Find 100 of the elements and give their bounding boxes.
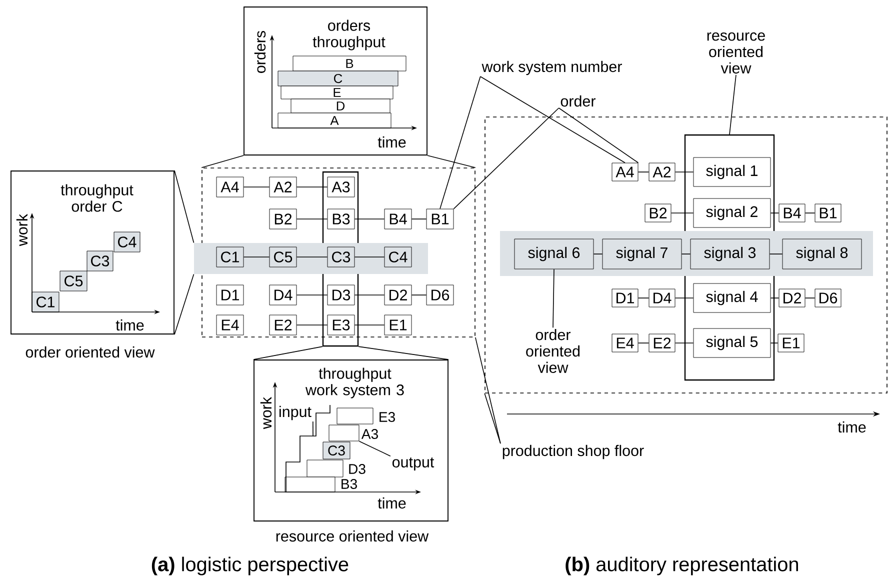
work-system-box: C3 bbox=[327, 246, 355, 268]
step-box: C3 bbox=[86, 250, 114, 272]
connector bbox=[296, 186, 328, 188]
work-system-box: D4 bbox=[269, 284, 297, 306]
zoom-line bbox=[174, 274, 194, 335]
connector bbox=[296, 256, 328, 258]
leader-line bbox=[552, 268, 554, 328]
work-system-box: B1 bbox=[426, 208, 454, 230]
work-system-box: E1 bbox=[384, 314, 412, 336]
work-system-box: D1 bbox=[612, 288, 638, 308]
work-system-box: D4 bbox=[648, 288, 676, 308]
callout-text: work system number bbox=[482, 60, 622, 76]
signal-box: signal 8 bbox=[782, 238, 862, 270]
work-system-box: B2 bbox=[269, 208, 297, 230]
signal-box: signal 4 bbox=[693, 283, 771, 313]
work-system-box: A2 bbox=[648, 162, 676, 182]
step-box: C1 bbox=[32, 292, 60, 312]
axis-label: time bbox=[116, 319, 144, 331]
work-system-box: D1 bbox=[216, 284, 244, 306]
work-system-box: A3 bbox=[327, 176, 355, 198]
leader-line bbox=[475, 337, 501, 444]
step-box: C5 bbox=[60, 270, 88, 292]
work-system-box: C5 bbox=[269, 246, 297, 268]
curve-label: input bbox=[280, 406, 312, 420]
bar: A bbox=[278, 112, 392, 128]
connector bbox=[770, 342, 778, 344]
bar: D bbox=[290, 98, 390, 114]
leader-line bbox=[484, 393, 501, 444]
signal-box: signal 3 bbox=[690, 238, 770, 270]
work-system-box: D2 bbox=[384, 284, 412, 306]
connector bbox=[354, 256, 385, 258]
work-system-box: A4 bbox=[216, 176, 244, 198]
signal-box: signal 5 bbox=[693, 328, 771, 358]
axis-label: work bbox=[260, 396, 272, 430]
work-system-box: D2 bbox=[778, 288, 806, 308]
work-system-box: E3 bbox=[327, 314, 355, 336]
work-system-box: D6 bbox=[814, 288, 842, 308]
zoom-line bbox=[427, 155, 476, 168]
connector bbox=[296, 324, 328, 326]
work-system-box: A2 bbox=[269, 176, 297, 198]
signal-box: signal 7 bbox=[602, 238, 682, 270]
work-system-box: B2 bbox=[644, 204, 672, 222]
axis-label: work bbox=[16, 214, 28, 246]
work-system-box: C4 bbox=[384, 246, 412, 268]
shop-floor-frame bbox=[484, 116, 888, 394]
work-system-box: D6 bbox=[426, 284, 454, 306]
zoom-line bbox=[253, 346, 323, 360]
zoom-line bbox=[174, 170, 194, 244]
step-box: C4 bbox=[114, 232, 140, 252]
connector bbox=[804, 212, 816, 214]
signal-box: signal 2 bbox=[693, 198, 771, 228]
connector bbox=[296, 294, 328, 296]
work-system-box: E4 bbox=[612, 334, 638, 352]
connector bbox=[354, 324, 385, 326]
work-system-box: E4 bbox=[216, 314, 244, 336]
connector bbox=[354, 294, 385, 296]
zoom-line bbox=[201, 155, 244, 168]
connector bbox=[296, 218, 328, 220]
work-system-box: A4 bbox=[612, 162, 638, 182]
work-system-box: B1 bbox=[814, 204, 842, 222]
leader-line bbox=[358, 440, 391, 457]
shop-floor-frame bbox=[202, 168, 476, 338]
connector bbox=[411, 218, 427, 220]
connector bbox=[670, 212, 694, 214]
callout-text: resource oriented view bbox=[707, 32, 765, 74]
signal-box: signal 6 bbox=[514, 238, 594, 270]
connector bbox=[674, 342, 694, 344]
work-system-box: C1 bbox=[216, 246, 244, 268]
leader-line bbox=[558, 108, 639, 164]
node-label: D3 bbox=[349, 464, 366, 474]
work-system-box: B4 bbox=[384, 208, 412, 230]
leader-line bbox=[453, 108, 560, 210]
node-label: A3 bbox=[361, 429, 378, 439]
leader-line bbox=[729, 74, 736, 135]
leader-line bbox=[480, 76, 626, 164]
node-label: B3 bbox=[342, 479, 357, 489]
curve-label: output bbox=[392, 458, 434, 470]
connector bbox=[411, 294, 427, 296]
axis-label: time bbox=[378, 136, 406, 148]
resource-column bbox=[684, 134, 775, 381]
connector bbox=[243, 186, 270, 188]
signal-box: signal 1 bbox=[693, 157, 771, 187]
callout-text: order bbox=[560, 95, 596, 107]
node-label: E3 bbox=[380, 412, 395, 422]
bar: E bbox=[280, 86, 394, 100]
node-label: resource oriented view bbox=[276, 530, 429, 542]
work-system-box: E1 bbox=[778, 334, 804, 352]
leader-line bbox=[312, 421, 314, 436]
axis-label: time bbox=[378, 497, 406, 509]
panel-caption: (a) logistic perspective bbox=[152, 556, 348, 576]
work-system-box: E2 bbox=[648, 334, 676, 352]
panel-caption: (b) auditory representation bbox=[566, 556, 798, 576]
callout-text: order oriented view bbox=[526, 329, 580, 373]
connector bbox=[770, 212, 780, 214]
work-system-box: D3 bbox=[327, 284, 355, 306]
connector bbox=[354, 218, 385, 220]
axis-label: time bbox=[838, 421, 866, 433]
work-system-box: B4 bbox=[778, 204, 806, 222]
connector bbox=[243, 256, 270, 258]
bar: C bbox=[278, 70, 398, 86]
